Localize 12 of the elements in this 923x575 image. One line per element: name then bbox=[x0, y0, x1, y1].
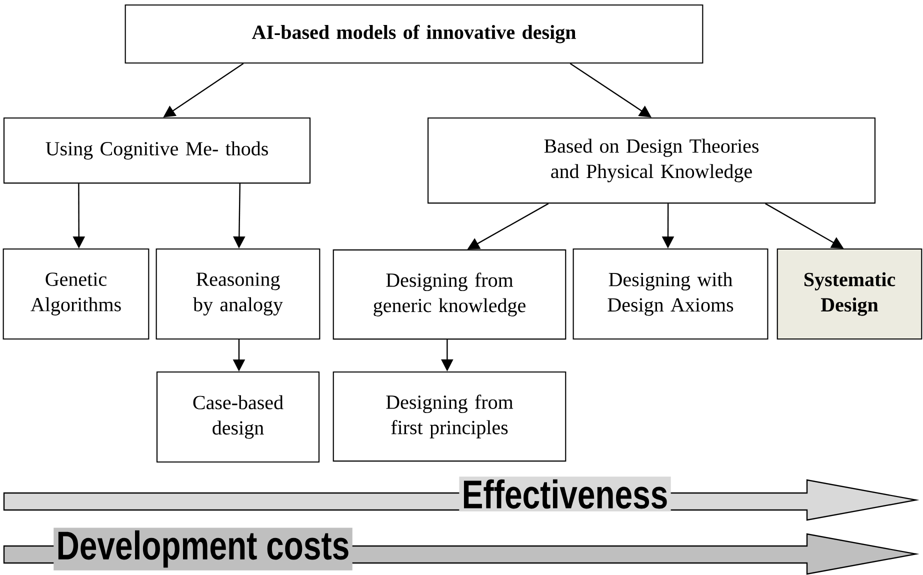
highlighted-box: Systematic Design bbox=[776, 248, 922, 340]
concept-box: Designing from first principles bbox=[332, 371, 566, 462]
concept-box: Reasoning by analogy bbox=[156, 248, 320, 340]
arrow-label: Development costs bbox=[54, 528, 352, 570]
concept-box: Designing from generic knowledge bbox=[332, 249, 566, 340]
concept-box: Genetic Algorithms bbox=[2, 248, 150, 340]
concept-box: Case-based design bbox=[156, 371, 320, 463]
concept-box: Based on Design Theories and Physical Knowledge bbox=[428, 117, 876, 204]
title-box: AI-based models of innovative design bbox=[124, 4, 704, 64]
concept-box: Using Cognitive Me- thods bbox=[3, 117, 311, 184]
concept-box: Designing with Design Axioms bbox=[572, 248, 768, 340]
arrow-label: Effectiveness bbox=[459, 476, 671, 512]
